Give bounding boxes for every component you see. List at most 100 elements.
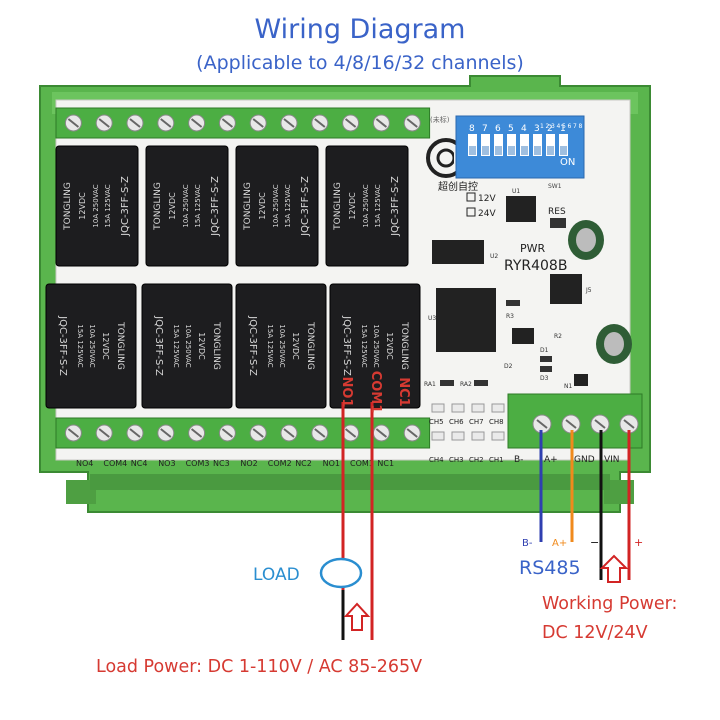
screw-terminal[interactable] (188, 424, 206, 442)
ic-u2: U2 (432, 240, 498, 264)
dip-slot[interactable] (468, 134, 477, 156)
screw-terminal[interactable] (249, 424, 267, 442)
screw-terminal[interactable] (95, 114, 113, 132)
power-terminal-label: B- (514, 455, 523, 465)
dip-lever[interactable] (534, 146, 541, 155)
screw-terminal[interactable] (403, 424, 421, 442)
terminal-label: NC3 (213, 459, 230, 468)
power-screw-terminal[interactable] (590, 414, 610, 434)
dip-lever[interactable] (508, 146, 515, 155)
led-label: CH4 (429, 456, 444, 464)
power-screw-terminal[interactable] (619, 414, 639, 434)
dip-slot[interactable] (546, 134, 555, 156)
relay-label: 15A 125VAC (266, 324, 274, 367)
led (491, 431, 505, 441)
u3-label: U3 (428, 315, 436, 322)
reset-button[interactable]: RES (548, 207, 566, 228)
relay-label: JQC-3FF-S-Z (341, 315, 352, 376)
screw-terminal[interactable] (218, 114, 236, 132)
relay-label: 15A 125VAC (194, 184, 202, 227)
screw-terminal[interactable] (188, 114, 206, 132)
relay-label: TONGLING (333, 182, 343, 231)
dip-slot[interactable] (533, 134, 542, 156)
screw-terminal[interactable] (64, 424, 82, 442)
dip-lever[interactable] (521, 146, 528, 155)
screw-terminal[interactable] (157, 114, 175, 132)
screw-terminal[interactable] (372, 424, 390, 442)
working-power-voltage-label: DC 12V/24V (542, 623, 648, 643)
terminal-label: NC4 (131, 459, 148, 468)
dip-number-small: 3 (551, 123, 555, 130)
screw-terminal[interactable] (311, 424, 329, 442)
voltage-24-label: 24V (478, 209, 496, 219)
screw-terminal[interactable] (311, 114, 329, 132)
logo: 超创自控 (未标) (426, 115, 478, 193)
screw-terminal[interactable] (218, 424, 236, 442)
screw-terminal[interactable] (342, 424, 360, 442)
screw-terminal[interactable] (126, 424, 144, 442)
relay-label: 10A 250VAC (272, 184, 280, 227)
led-label: CH5 (429, 418, 444, 426)
power-screw-terminal[interactable] (532, 414, 552, 434)
relay-label: TONGLING (243, 182, 253, 231)
working-power-label: Working Power: (542, 594, 677, 614)
load-wiring (319, 402, 374, 640)
r2-label: R2 (554, 333, 562, 340)
power-terminal-label: A+ (544, 455, 558, 465)
dip-lever[interactable] (547, 146, 554, 155)
screw-terminal[interactable] (157, 424, 175, 442)
ra1-label: RA1 (424, 381, 436, 388)
dip-slot[interactable] (520, 134, 529, 156)
rs485-label: RS485 (519, 557, 581, 579)
top-terminal-strip (55, 107, 431, 139)
screw-terminal[interactable] (280, 424, 298, 442)
ic-u3: U3 (428, 288, 496, 352)
pwr-label: PWR (520, 242, 546, 255)
dip-on-label: ON (560, 157, 575, 168)
smd-components: R3 R2 D1 D2 D3 N1 RA1 RA2 (424, 300, 588, 390)
screw-terminal[interactable] (95, 424, 113, 442)
led (431, 431, 445, 441)
relay-label: JQC-3FF-S-Z (210, 176, 221, 237)
led (451, 403, 465, 413)
relay-label: 10A 250VAC (88, 324, 96, 367)
screw-terminal[interactable] (342, 114, 360, 132)
relay-label: 10A 250VAC (362, 184, 370, 227)
screw-terminal[interactable] (280, 114, 298, 132)
screw-terminal[interactable] (249, 114, 267, 132)
relay-label: 15A 125VAC (360, 324, 368, 367)
dip-slot[interactable] (481, 134, 490, 156)
led (471, 431, 485, 441)
dip-number: 8 (469, 124, 475, 134)
dip-slot[interactable] (507, 134, 516, 156)
dip-lever[interactable] (482, 146, 489, 155)
led-label: CH1 (489, 456, 504, 464)
screw-terminal[interactable] (403, 114, 421, 132)
screw-terminal[interactable] (126, 114, 144, 132)
relay-label: TONGLING (399, 321, 409, 370)
dip-slot[interactable] (559, 134, 568, 156)
power-screw-terminal[interactable] (561, 414, 581, 434)
screw-terminal[interactable] (372, 114, 390, 132)
dip-lever[interactable] (495, 146, 502, 155)
dip-number: 2 (547, 124, 553, 134)
relay-label: JQC-3FF-S-Z (153, 315, 164, 376)
terminal-label: COM4 (103, 459, 127, 468)
dip-lever[interactable] (560, 146, 567, 155)
terminal-label: COM3 (186, 459, 210, 468)
relay-label: TONGLING (153, 182, 163, 231)
led-label: CH3 (449, 456, 464, 464)
capacitor-2 (596, 324, 632, 364)
j5-label: J5 (585, 287, 592, 294)
relay-label: JQC-3FF-S-Z (120, 176, 131, 237)
load-label: LOAD (253, 565, 300, 585)
dip-lever[interactable] (469, 146, 476, 155)
screw-terminal[interactable] (64, 114, 82, 132)
dip-slot[interactable] (494, 134, 503, 156)
led-label: CH2 (469, 456, 484, 464)
relay-label: TONGLING (305, 321, 315, 370)
